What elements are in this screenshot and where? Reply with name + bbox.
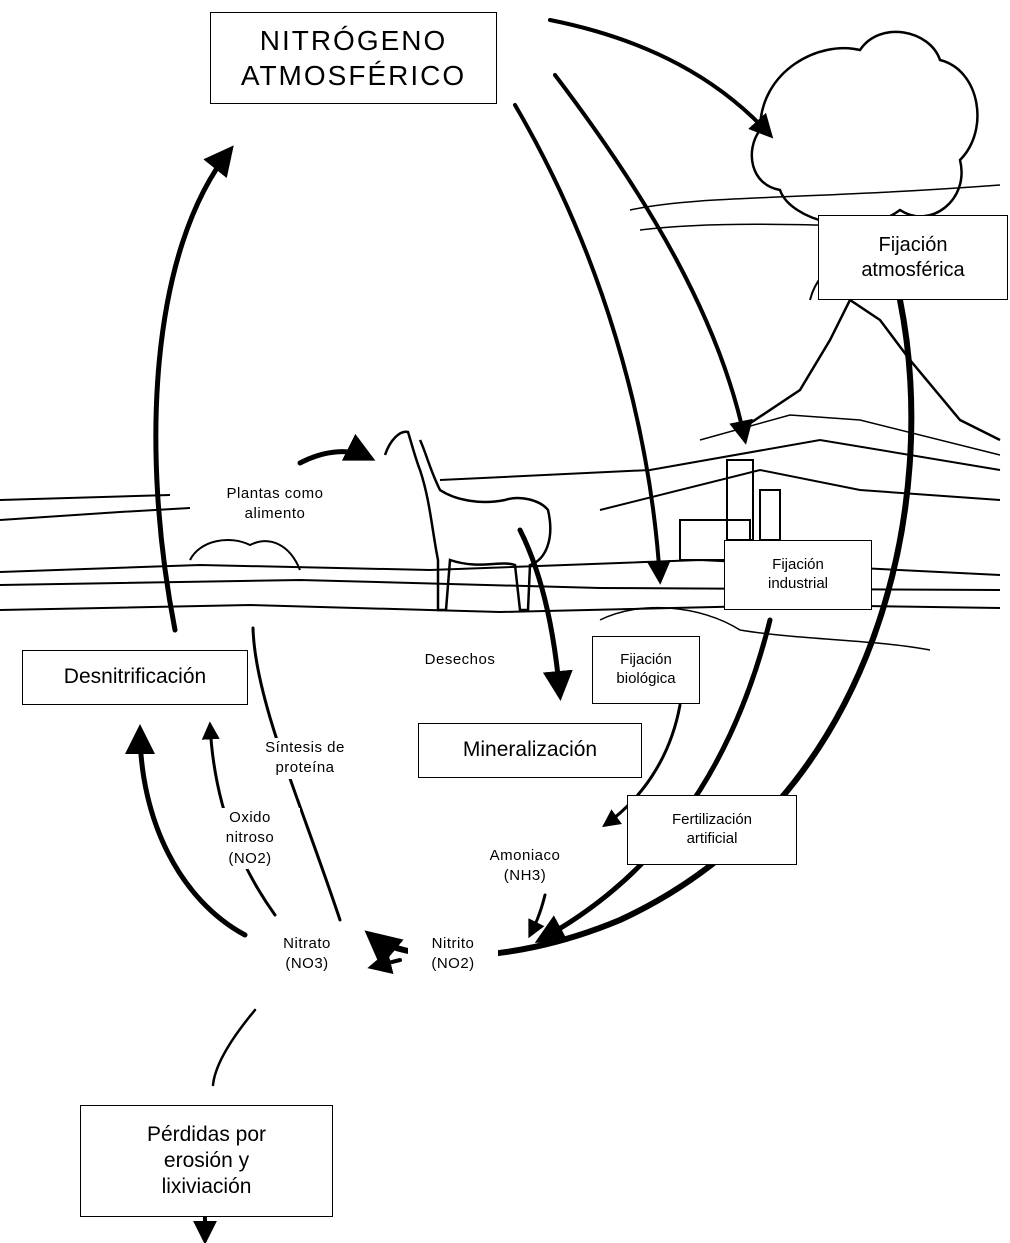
nitrate-line1: Nitrato [262, 934, 352, 954]
arrow-plants-llama [300, 452, 370, 463]
plants-food-line1: Plantas como [200, 484, 350, 504]
mineralization-text: Mineralización [463, 737, 597, 763]
atmospheric-nitrogen-line2: ATMOSFÉRICO [241, 58, 466, 93]
arrow-atmosphere-volcano [555, 75, 745, 440]
arrow-ammonia-nitrite [530, 895, 545, 935]
losses-line2: erosión y [164, 1148, 249, 1174]
cycle-arrows [140, 20, 911, 1240]
box-atmospheric-fixation: Fijación atmosférica [818, 215, 1008, 300]
artificial-fertilization-line1: Fertilización [672, 811, 752, 830]
industrial-fixation-line1: Fijación [772, 556, 824, 575]
arrow-to-atmosphere [156, 150, 230, 630]
nitrous-oxide-line1: Oxido [200, 808, 300, 828]
industrial-fixation-line2: industrial [768, 575, 828, 594]
box-artificial-fertilization: Fertilización artificial [627, 795, 797, 865]
box-losses: Pérdidas por erosión y lixiviación [80, 1105, 333, 1217]
protein-synthesis-line2: proteína [240, 758, 370, 778]
label-ammonia: Amoniaco (NH3) [470, 846, 580, 887]
atmospheric-fixation-line1: Fijación [879, 233, 948, 258]
ammonia-line2: (NH3) [470, 866, 580, 886]
label-nitrate: Nitrato (NO3) [262, 934, 352, 975]
label-plants-food: Plantas como alimento [200, 484, 350, 525]
atmospheric-fixation-line2: atmosférica [861, 258, 964, 283]
arrow-waste-mineralization [520, 530, 560, 695]
artificial-fertilization-line2: artificial [687, 830, 738, 849]
box-mineralization: Mineralización [418, 723, 642, 778]
label-nitrous-oxide: Oxido nitroso (NO2) [200, 808, 300, 869]
arrow-nitrate-losses [213, 1010, 255, 1085]
waste-text: Desechos [410, 650, 510, 670]
nitrite-line2: (NO2) [408, 954, 498, 974]
nitrous-oxide-line2: nitroso [200, 828, 300, 848]
label-waste: Desechos [410, 650, 510, 670]
protein-synthesis-line1: Síntesis de [240, 738, 370, 758]
nitrous-oxide-line3: (NO2) [200, 849, 300, 869]
biological-fixation-line1: Fijación [620, 651, 672, 670]
plants-food-line2: alimento [200, 504, 350, 524]
label-protein-synthesis: Síntesis de proteína [240, 738, 370, 779]
box-denitrification: Desnitrificación [22, 650, 248, 705]
arrow-to-cloud [550, 20, 770, 135]
box-biological-fixation: Fijación biológica [592, 636, 700, 704]
ammonia-line1: Amoniaco [470, 846, 580, 866]
biological-fixation-line2: biológica [616, 670, 675, 689]
box-industrial-fixation: Fijación industrial [724, 540, 872, 610]
losses-line1: Pérdidas por [147, 1122, 266, 1148]
box-atmospheric-nitrogen: NITRÓGENO ATMOSFÉRICO [210, 12, 497, 104]
arrow-atmosphere-biological [515, 105, 660, 580]
losses-line3: lixiviación [162, 1174, 252, 1200]
arrow-nitrite-nitrate [372, 960, 400, 967]
denitrification-text: Desnitrificación [64, 664, 206, 690]
atmospheric-nitrogen-line1: NITRÓGENO [260, 23, 448, 58]
nitrate-line2: (NO3) [262, 954, 352, 974]
label-nitrite: Nitrito (NO2) [408, 934, 498, 975]
nitrite-line1: Nitrito [408, 934, 498, 954]
